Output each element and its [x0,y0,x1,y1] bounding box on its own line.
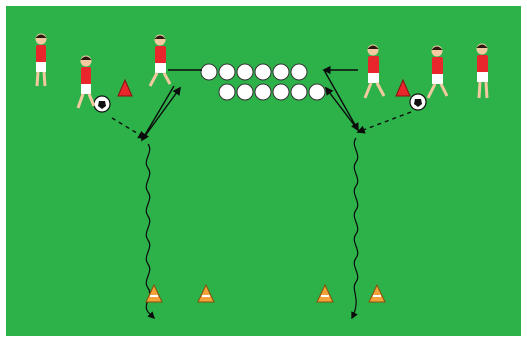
soccer-ball-left-patches [98,101,106,109]
player-shirt [368,56,379,74]
dribble-path-left [145,143,156,320]
player-hair [80,56,92,60]
rack-ball [272,83,290,101]
rack-ball [218,63,236,81]
run-paths [141,65,359,142]
player-leg [484,81,489,99]
player [148,34,172,87]
red-cone-right [395,78,411,97]
player-leg [87,93,96,107]
player-shirt [155,46,166,64]
soccer-ball-right-patches [414,99,422,107]
player-shorts [155,63,166,73]
player-leg [477,81,482,99]
run-arrow-rack-to-right-lane [323,69,359,132]
rack-ball [290,63,308,81]
player-leg [375,82,386,97]
rack-ball [254,63,272,81]
players [35,33,489,109]
rack-ball [236,63,254,81]
training-pitch-diagram [6,6,521,336]
player-leg [35,71,40,87]
rack-ball [218,83,236,101]
player-shorts [432,74,443,84]
orange-cone [145,283,163,303]
rack-ball [272,63,290,81]
pitch-surface [6,6,521,336]
dribble-paths [145,137,359,320]
loose-balls [93,93,427,113]
orange-cone [316,283,334,303]
player-hair [431,46,443,50]
player-leg [426,83,437,99]
player-hair [154,35,166,39]
pitch-svg [6,6,521,336]
cones [117,78,411,303]
rack-ball [308,83,326,101]
player-leg [42,71,47,87]
player-shorts [477,72,488,82]
player-hair [476,44,488,48]
player-leg [439,83,449,97]
run-arrow-rack-to-left-lane [141,85,175,142]
orange-cone [197,283,215,303]
rack-ball [236,83,254,101]
rack-ball [290,83,308,101]
rack-ball [200,63,218,81]
run-arrow-left-lane-return [141,86,181,141]
player [426,45,449,99]
player-shorts [36,62,46,72]
pass-arrow-right [356,111,412,134]
player [476,43,489,99]
run-arrow-right-lane-return [324,86,359,131]
player-leg [76,93,85,109]
player-hair [367,45,379,49]
dribble-path-right [351,137,359,320]
player-leg [363,82,373,99]
player-hair [35,34,47,38]
player-shorts [81,84,91,94]
player [363,44,386,99]
player-shirt [477,55,488,73]
player-shirt [432,57,443,75]
player-leg [148,72,159,87]
pass-arrow-left [111,117,147,139]
orange-cone [368,283,386,303]
player-shirt [81,67,91,85]
player [76,55,96,109]
player-shorts [368,73,379,83]
player [35,33,47,87]
ball-rack [200,63,326,101]
rack-ball [254,83,272,101]
player-leg [162,72,172,85]
player-shirt [36,45,46,63]
red-cone-left [117,78,133,97]
pass-paths [111,111,412,139]
